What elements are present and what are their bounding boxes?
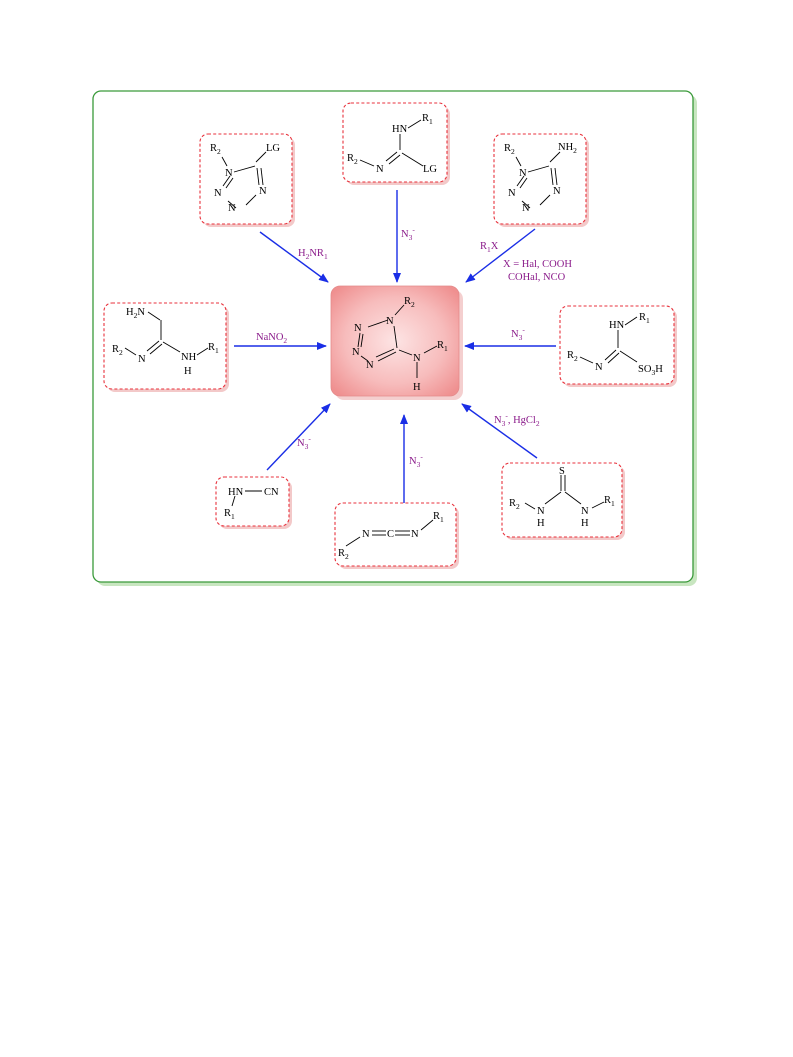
svg-text:LG: LG <box>266 143 280 154</box>
svg-text:H: H <box>581 518 589 529</box>
svg-text:N: N <box>519 168 527 179</box>
svg-text:N: N <box>581 506 589 517</box>
precursor-carbodiimide: N C N R1 R2 <box>334 502 459 569</box>
svg-text:R2: R2 <box>338 548 349 561</box>
svg-text:N: N <box>228 203 236 214</box>
precursor-amidine-lg: HN R1 R2 N LG <box>342 102 450 185</box>
reagent-x-def-line2: COHal, NCO <box>508 272 566 283</box>
center-product: N R2 N N N N H R1 <box>330 285 463 400</box>
reagent-h2nr1: H2NR1 <box>298 248 328 261</box>
svg-text:SO3H: SO3H <box>638 364 663 377</box>
svg-text:R2: R2 <box>404 296 415 309</box>
svg-text:S: S <box>559 466 565 477</box>
svg-text:R1: R1 <box>224 508 235 521</box>
center-n1: N <box>386 316 394 327</box>
svg-text:LG: LG <box>423 164 437 175</box>
svg-text:N: N <box>553 186 561 197</box>
reagent-r1x: R1X <box>480 241 499 254</box>
precursor-tetrazole-lg: R2 N LG N N N <box>199 133 295 227</box>
center-r2: R <box>404 296 411 307</box>
svg-text:H: H <box>184 366 192 377</box>
svg-text:N: N <box>411 529 419 540</box>
precursor-sulfonic-amidine: HN R1 R2 N SO3H <box>559 305 677 387</box>
svg-text:HN: HN <box>609 320 625 331</box>
reagent-azide-bottom-left: N3- <box>297 434 311 451</box>
svg-text:N: N <box>214 188 222 199</box>
precursor-thiourea: S R2 N H N H R1 <box>501 462 625 540</box>
precursor-cyanamide: HN CN R1 <box>215 476 292 529</box>
svg-text:N: N <box>522 203 530 214</box>
arrow-top-right <box>465 228 536 283</box>
arrow-top-left <box>259 231 329 283</box>
svg-text:N: N <box>225 168 233 179</box>
svg-text:R2: R2 <box>509 498 520 511</box>
reagent-azide-right: N3- <box>511 325 525 342</box>
svg-text:R1: R1 <box>433 511 444 524</box>
svg-text:N: N <box>508 188 516 199</box>
center-n3: N <box>352 347 360 358</box>
svg-text:N: N <box>362 529 370 540</box>
svg-text:R1: R1 <box>604 495 615 508</box>
reagent-x-def-line1: X = Hal, COOH <box>503 259 572 270</box>
svg-text:R1: R1 <box>208 342 219 355</box>
svg-text:CN: CN <box>264 487 279 498</box>
svg-text:HN: HN <box>392 124 408 135</box>
center-r1: R <box>437 340 444 351</box>
reagent-azide-bottom: N3- <box>409 452 423 469</box>
reagent-azide-top: N3- <box>401 225 415 242</box>
center-nh-h: H <box>413 382 421 393</box>
svg-text:R2: R2 <box>504 143 515 156</box>
precursor-aminotetrazole: R2 N NH2 N N N <box>493 133 589 227</box>
svg-text:N: N <box>376 164 384 175</box>
svg-text:NH: NH <box>181 352 197 363</box>
reagent-nano2: NaNO2 <box>256 332 287 345</box>
svg-text:N: N <box>138 354 146 365</box>
center-nh-n: N <box>413 353 421 364</box>
arrow-bottom-right <box>461 403 538 459</box>
arrow-bottom-left <box>266 403 331 471</box>
svg-text:C: C <box>387 529 394 540</box>
center-n4: N <box>366 360 374 371</box>
svg-text:R2: R2 <box>347 153 358 166</box>
svg-text:R1: R1 <box>639 312 650 325</box>
svg-text:NH2: NH2 <box>558 142 577 155</box>
reagent-azide-hgcl2: N3-, HgCl2 <box>494 411 540 428</box>
svg-text:R2: R2 <box>567 350 578 363</box>
svg-text:R2: R2 <box>210 143 221 156</box>
svg-text:R2: R2 <box>112 344 123 357</box>
svg-text:R1: R1 <box>437 340 448 353</box>
svg-text:H: H <box>537 518 545 529</box>
precursor-aminoamidine: H2N R2 N NH H R1 <box>103 302 229 392</box>
center-n2: N <box>354 323 362 334</box>
svg-text:R1: R1 <box>422 113 433 126</box>
svg-text:N: N <box>595 362 603 373</box>
svg-text:HN: HN <box>228 487 244 498</box>
svg-text:N: N <box>259 186 267 197</box>
svg-text:H2N: H2N <box>126 307 145 320</box>
svg-text:N: N <box>537 506 545 517</box>
